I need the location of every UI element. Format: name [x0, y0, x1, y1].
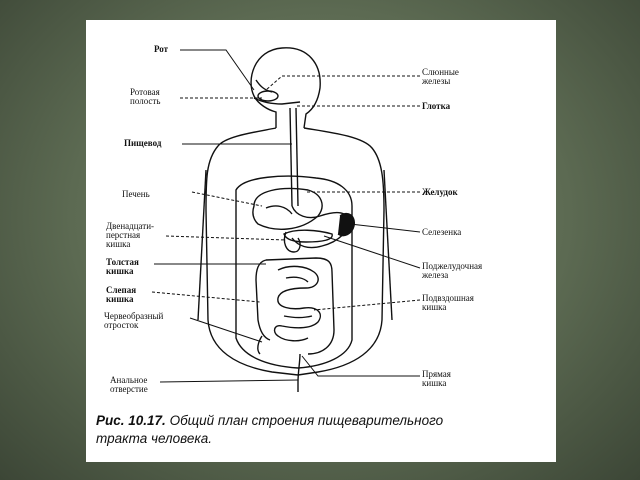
caption-line-1: Общий план строения пищеварительного — [169, 413, 444, 428]
torso-outline — [205, 127, 299, 376]
esophagus — [289, 107, 293, 207]
digestive-tract-diagram — [151, 47, 421, 392]
label-pharynx: Глотка — [422, 101, 451, 111]
label-liver: Печень — [122, 189, 150, 199]
rectum — [297, 353, 301, 392]
label-cecum: Слепая кишка — [106, 285, 137, 304]
label-appendix: Червеобразный отросток — [104, 311, 164, 330]
label-salivary-glands: Слюнные железы — [422, 67, 459, 86]
label-duodenum: Двенадцати- перстная кишка — [106, 221, 155, 249]
colon — [265, 257, 335, 355]
label-pancreas: Поджелудочная железа — [422, 261, 483, 280]
small-intestine — [273, 265, 322, 342]
pancreas — [283, 229, 333, 243]
label-rectum: Прямая кишка — [422, 369, 451, 388]
abdominal-cavity — [235, 175, 353, 369]
duodenum — [283, 231, 301, 253]
caption-number: Рис. 10.17. — [96, 413, 166, 428]
figure-caption: Рис. 10.17. Общий план строения пищевари… — [96, 412, 443, 448]
label-mouth: Рот — [154, 44, 169, 54]
label-stomach: Желудок — [422, 187, 458, 197]
spleen — [337, 212, 355, 237]
label-colon: Толстая кишка — [106, 257, 139, 276]
appendix — [257, 335, 263, 355]
slide: Рот Ротовая полость Пищевод Печень Двена… — [86, 20, 556, 462]
label-anus: Анальное отверстие — [110, 375, 148, 394]
label-ileum: Подвздошная кишка — [422, 293, 474, 312]
caption-line-2: тракта человека. — [96, 431, 213, 446]
label-esophagus: Пищевод — [124, 138, 162, 148]
head-outline — [250, 47, 283, 128]
label-oral-cavity: Ротовая полость — [130, 87, 161, 106]
label-spleen: Селезенка — [422, 227, 462, 237]
